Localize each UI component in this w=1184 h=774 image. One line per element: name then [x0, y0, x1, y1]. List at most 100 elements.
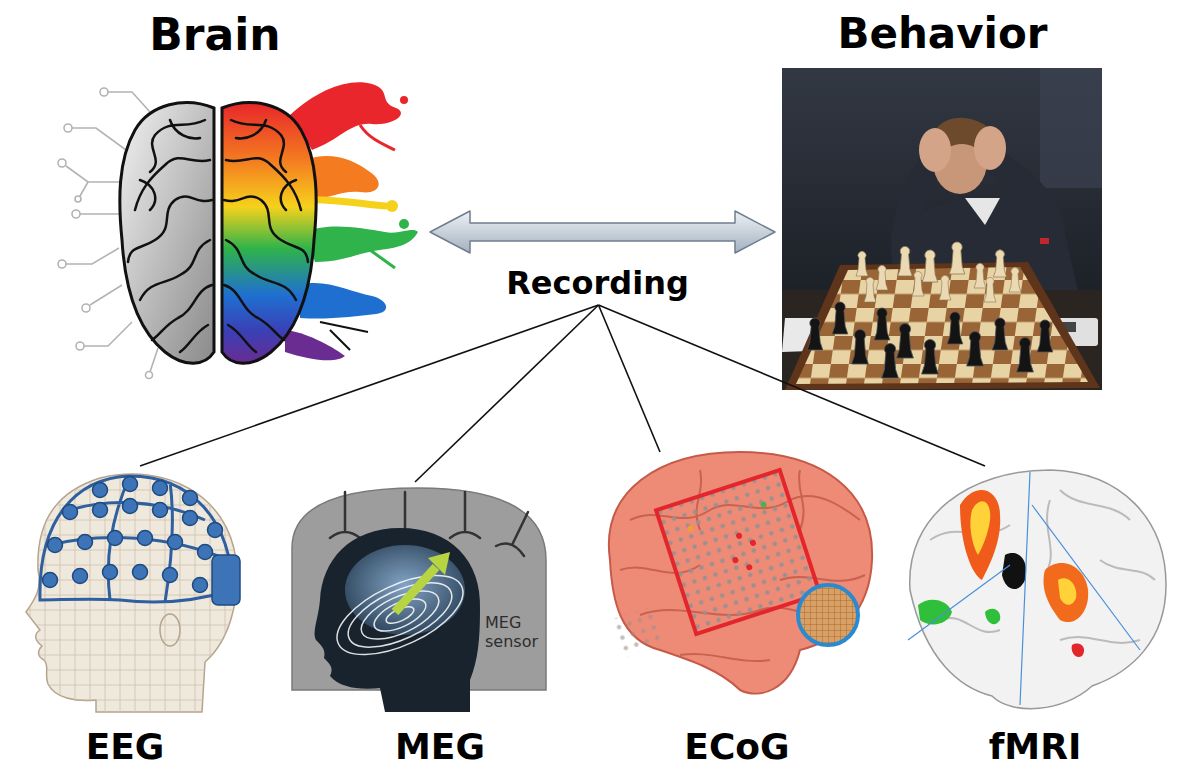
deactivation-blob: [985, 609, 1000, 624]
circuit-dot: [72, 210, 80, 218]
active-electrode: [687, 525, 695, 533]
paint-drop: [386, 200, 398, 212]
circuit-dot: [82, 304, 90, 312]
behavior-panel: Behavior: [775, 8, 1112, 394]
chess-piece: [874, 308, 890, 340]
electrode: [168, 535, 183, 550]
ear: [160, 614, 180, 646]
field-ring: [326, 559, 475, 671]
activation-core: [1058, 578, 1076, 604]
micro-grid-circle: [798, 585, 858, 645]
electrode: [48, 538, 63, 553]
electrode: [193, 578, 208, 593]
head-silhouette: [315, 528, 480, 712]
player-hand: [974, 126, 1006, 170]
active-electrode: [745, 563, 753, 571]
chess-piece: [807, 318, 823, 350]
chess-piece: [864, 277, 876, 302]
chess-piece: [882, 343, 899, 378]
recording-line: [599, 305, 986, 466]
electrode: [133, 565, 148, 580]
electrode: [78, 535, 93, 550]
ecog-panel: ECoG: [600, 452, 875, 771]
modality-label: MEG: [340, 726, 540, 767]
chess-piece: [897, 323, 914, 358]
grid-outline: [656, 470, 820, 634]
activation-core: [970, 501, 990, 555]
fmri-panel: fMRI: [900, 466, 1170, 771]
activation-blob: [960, 490, 1000, 580]
chess-piece: [993, 250, 1006, 277]
chess-piece: [949, 242, 965, 274]
fmri-illustration: [908, 470, 1166, 709]
recording-hub: Recording: [490, 262, 707, 305]
meg-panel: MEG MEG sensor: [285, 482, 550, 771]
electrode: [183, 491, 198, 506]
player-arm: [1000, 165, 1052, 252]
chess-piece: [1017, 337, 1034, 372]
circuit-dot: [146, 372, 153, 379]
brain-behavior-arrow: [430, 211, 775, 253]
magnetic-field: [326, 559, 475, 671]
electrode-grid: [656, 470, 820, 634]
circuit-dot: [64, 124, 72, 132]
electrode: [108, 531, 123, 546]
electrode: [123, 499, 138, 514]
paint-drip: [370, 250, 395, 268]
electrode: [123, 477, 138, 492]
panel-heading: Behavior: [775, 10, 1110, 58]
electrode: [163, 568, 178, 583]
photo-background: [782, 68, 1102, 390]
chess-piece: [1009, 267, 1021, 292]
shirt-collar: [965, 198, 1000, 225]
right-hemisphere: [222, 103, 316, 364]
chess-piece: [967, 331, 984, 366]
hub-label: Recording: [490, 265, 705, 302]
white-pieces: [856, 242, 1021, 302]
brain-gyri: [128, 120, 212, 352]
render-gyri: [930, 490, 1155, 643]
paint-drop: [399, 219, 409, 229]
circuit-dot: [58, 260, 66, 268]
modality-label: EEG: [25, 726, 225, 767]
paint-splash: [300, 283, 386, 318]
paint-splash: [285, 330, 345, 360]
chess-piece: [984, 277, 996, 302]
chess-photo: [782, 68, 1102, 390]
meg-illustration: [292, 488, 546, 712]
electrode: [93, 503, 108, 518]
paint-splash: [305, 227, 418, 262]
sensor-label: MEG sensor: [485, 614, 547, 651]
current-arrow: [395, 567, 436, 612]
chess-piece: [992, 318, 1008, 350]
chess-piece: [939, 275, 951, 300]
paint-drop: [400, 96, 408, 104]
chess-piece: [947, 312, 963, 344]
circuit-dot: [58, 159, 66, 167]
eeg-panel: EEG: [5, 466, 245, 771]
eeg-illustration: [0, 470, 240, 712]
electrode: [63, 505, 78, 520]
active-electrode: [732, 556, 740, 564]
head-mesh: [0, 470, 240, 712]
electrode: [103, 565, 118, 580]
player-hand: [919, 128, 951, 172]
chess-piece: [922, 250, 938, 282]
active-electrode: [749, 539, 757, 547]
chess-piece: [974, 263, 986, 288]
electrode: [153, 503, 168, 518]
circuit-dot: [100, 88, 108, 96]
recording-line: [415, 305, 599, 482]
brain-render: [910, 470, 1166, 709]
chess-piece: [922, 339, 939, 374]
chess-piece: [852, 329, 869, 364]
activation-blob: [1072, 643, 1084, 657]
left-hemisphere: [120, 103, 214, 364]
electrode: [138, 531, 153, 546]
field-ring: [354, 581, 445, 649]
small-electrode-grid: [610, 606, 665, 658]
electrode: [93, 483, 108, 498]
